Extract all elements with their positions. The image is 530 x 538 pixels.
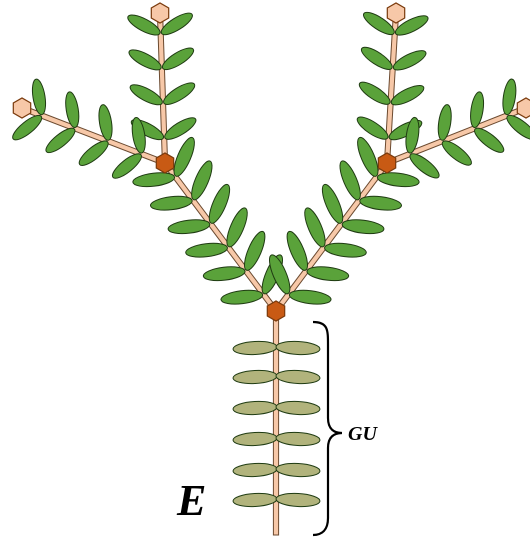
trunk-leaflet-right-1 [276,340,321,355]
left-side-twig-leaflet-left-3 [43,124,79,156]
right-branch-leaflet-right-2 [306,265,349,283]
left-upper-twig-stem [157,13,167,163]
right-branch-leaflet-left-4 [318,182,346,226]
right-branch-leaflet-right-5 [359,194,402,212]
right-branch-leaflet-left-2 [283,229,311,273]
growth-unit-label: GU [348,423,378,445]
trunk-leaflet-left-3 [233,400,278,415]
right-upper-twig-leaflet-left-3 [358,43,395,73]
trunk-leaflet-right-6 [276,492,321,507]
right-branch-leaflet-right-6 [377,171,420,189]
left-branch-leaflet-right-4 [205,182,233,226]
right-side-twig-leaflet-right-3 [471,124,507,156]
leaf-layer [9,9,530,508]
trunk-label: E [176,476,206,525]
right-branch-leaflet-right-4 [341,218,384,236]
right-upper-apex-hexagon-icon [387,3,404,23]
left-branch-leaflet-left-5 [150,194,193,212]
left-branch-leaflet-left-6 [132,171,175,189]
right-upper-twig-leaflet-left-2 [356,78,393,108]
left-branch-leaflet-left-1 [220,288,263,306]
trunk-leaflet-right-3 [276,400,321,415]
trunk-leaflet-left-5 [233,462,278,477]
left-branch-leaflet-right-5 [188,158,216,202]
trunk-leaflet-left-6 [233,492,278,507]
junction-node-hexagon-icon [267,301,284,321]
trunk-leaflet-left-2 [233,369,278,384]
right-upper-twig-stem [384,13,398,163]
left-branch-leaflet-left-2 [203,265,246,283]
right-side-apex-hexagon-icon [517,98,530,118]
trunk-leaflet-left-4 [233,431,278,446]
trunk-leaflet-right-2 [276,369,321,384]
left-upper-twig-leaflet-right-3 [160,44,197,73]
trunk-leaflet-right-4 [276,431,321,446]
left-upper-apex-hexagon-icon [151,3,168,23]
trunk-leaflet-left-1 [233,340,278,355]
left-upper-twig-leaflet-right-2 [161,79,198,108]
right-side-twig-leaflet-right-2 [439,137,475,169]
right-branch-leaflet-left-3 [301,205,329,249]
left-branch-leaflet-left-3 [185,241,228,259]
right-branch-leaflet-left-6 [354,135,382,179]
left-side-twig-leaflet-left-2 [76,137,112,169]
left-side-apex-hexagon-icon [13,98,30,118]
right-branch-leaflet-right-1 [289,288,332,306]
left-node-hexagon-icon [156,153,173,173]
left-side-twig-leaflet-left-4 [9,112,45,144]
left-branch-leaflet-right-3 [223,205,251,249]
left-branch-leaflet-left-4 [167,218,210,236]
trunk-leaflet-right-5 [276,462,321,477]
right-node-hexagon-icon [378,153,395,173]
left-branch-leaflet-right-6 [170,135,198,179]
right-branch-leaflet-left-5 [336,158,364,202]
left-branch-leaflet-right-2 [240,229,268,273]
right-branch-leaflet-right-3 [324,241,367,259]
